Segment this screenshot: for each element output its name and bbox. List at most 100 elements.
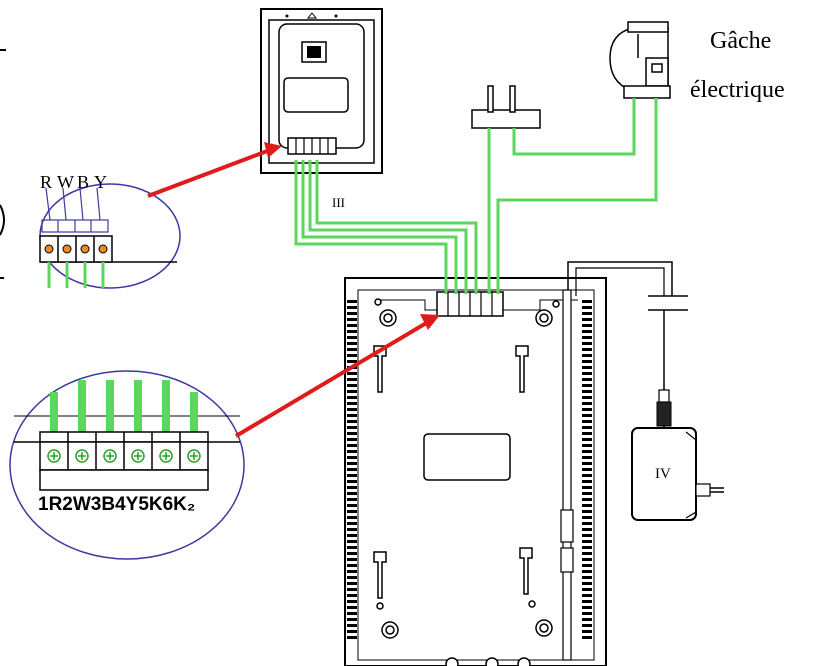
wire-3 <box>308 160 468 294</box>
vent-slot <box>582 432 592 435</box>
vent-slot <box>582 588 592 591</box>
pointer-arrow-indoor <box>234 320 430 438</box>
vent-slot <box>582 594 592 597</box>
vent-slot <box>582 474 592 477</box>
vent-slot <box>347 330 357 333</box>
vent-slot <box>582 342 592 345</box>
vent-slot <box>582 498 592 501</box>
vent-slot <box>582 330 592 333</box>
vent-slot <box>347 534 357 537</box>
vent-slot <box>582 630 592 633</box>
terminal-label-w: W <box>57 172 74 192</box>
vent-slot <box>582 360 592 363</box>
vent-slot <box>347 504 357 507</box>
vent-slot <box>347 540 357 543</box>
vent-slot <box>347 384 357 387</box>
vent-slot <box>347 444 357 447</box>
edge-artifacts <box>0 49 6 279</box>
wire-1 <box>294 160 448 294</box>
terminal-label-b: B <box>77 172 89 192</box>
vent-slot <box>347 354 357 357</box>
vent-slot <box>347 372 357 375</box>
outdoor-terminal-inset: R W B Y <box>39 172 181 289</box>
vent-slot <box>582 492 592 495</box>
vent-slot <box>347 462 357 465</box>
vent-right <box>582 300 592 639</box>
vent-slot <box>347 510 357 513</box>
vent-slot <box>347 612 357 615</box>
outdoor-panel <box>260 8 383 174</box>
vent-slot <box>347 402 357 405</box>
vent-slot <box>582 300 592 303</box>
vent-slot <box>347 432 357 435</box>
indoor-terminal-labels: 1R2W3B4Y5K6K₂ <box>38 494 195 515</box>
vent-slot <box>347 624 357 627</box>
vent-slot <box>582 582 592 585</box>
vent-slot <box>347 438 357 441</box>
vent-slot <box>347 588 357 591</box>
vent-slot <box>582 570 592 573</box>
vent-slot <box>582 534 592 537</box>
vent-slot <box>582 510 592 513</box>
vent-slot <box>582 426 592 429</box>
vent-slot <box>582 390 592 393</box>
vent-slot <box>347 312 357 315</box>
vent-slot <box>347 408 357 411</box>
vent-slot <box>347 636 357 639</box>
vent-slot <box>347 348 357 351</box>
vent-slot <box>347 570 357 573</box>
pointer-arrows <box>147 142 440 438</box>
vent-slot <box>582 318 592 321</box>
vent-slot <box>582 456 592 459</box>
vent-slot <box>347 474 357 477</box>
vent-slot <box>582 348 592 351</box>
vent-slot <box>347 318 357 321</box>
vent-slot <box>582 354 592 357</box>
vent-slot <box>347 558 357 561</box>
vent-slot <box>347 618 357 621</box>
wire-6 <box>512 98 636 156</box>
vent-slot <box>347 336 357 339</box>
vent-slot <box>582 420 592 423</box>
vent-slot <box>347 546 357 549</box>
wire-7 <box>496 98 658 294</box>
vent-slot <box>582 606 592 609</box>
vent-slot <box>582 558 592 561</box>
vent-slot <box>582 414 592 417</box>
vent-slot <box>582 546 592 549</box>
vent-slot <box>582 384 592 387</box>
vent-slot <box>582 324 592 327</box>
cable-label: III <box>332 195 345 210</box>
vent-slot <box>582 624 592 627</box>
pointer-arrowhead-indoor <box>420 314 440 330</box>
vent-slot <box>347 582 357 585</box>
vent-slot <box>582 576 592 579</box>
vent-slot <box>582 372 592 375</box>
adapter-label: IV <box>655 466 671 482</box>
vent-slot <box>582 552 592 555</box>
vent-slot <box>582 336 592 339</box>
vent-slot <box>347 594 357 597</box>
strike-label-line2: électrique <box>690 77 785 103</box>
vent-slot <box>582 312 592 315</box>
vent-slot <box>347 516 357 519</box>
wires <box>294 98 658 294</box>
vent-slot <box>582 564 592 567</box>
vent-slot <box>347 450 357 453</box>
vent-slot <box>582 504 592 507</box>
vent-slot <box>582 486 592 489</box>
vent-slot <box>347 486 357 489</box>
vent-slot <box>582 408 592 411</box>
vent-slot <box>347 306 357 309</box>
vent-slot <box>347 456 357 459</box>
vent-left <box>347 300 357 639</box>
vent-slot <box>347 468 357 471</box>
indoor-terminal-inset: 1R2W3B4Y5K6K₂ <box>9 370 245 560</box>
vent-slot <box>347 552 357 555</box>
vent-slot <box>582 522 592 525</box>
vent-slot <box>582 438 592 441</box>
power-adapter <box>567 261 724 521</box>
vent-slot <box>347 522 357 525</box>
vent-slot <box>347 324 357 327</box>
